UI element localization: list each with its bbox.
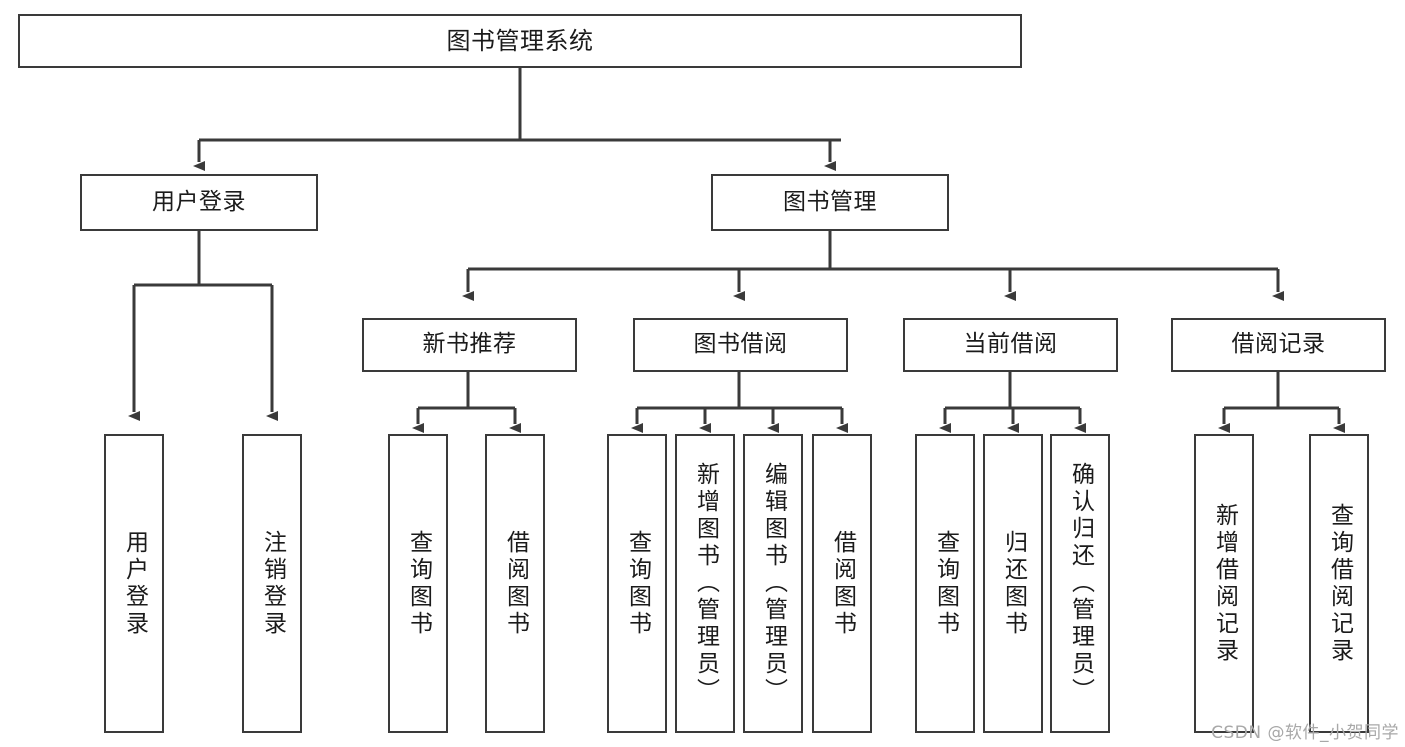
node-book-management[interactable]: 图书管理 xyxy=(711,174,949,231)
node-label: 借阅图书 xyxy=(502,529,529,638)
node-label: 用户登录 xyxy=(121,529,148,638)
node-label: 确认归还（管理员） xyxy=(1067,462,1094,705)
leaf-user-logout[interactable]: 注销登录 xyxy=(242,434,302,733)
node-user-login[interactable]: 用户登录 xyxy=(80,174,318,231)
node-root-system[interactable]: 图书管理系统 xyxy=(18,14,1022,68)
node-label: 注销登录 xyxy=(259,529,286,638)
node-borrow-record[interactable]: 借阅记录 xyxy=(1171,318,1386,372)
node-book-borrow[interactable]: 图书借阅 xyxy=(633,318,848,372)
node-label: 当前借阅 xyxy=(963,331,1058,358)
node-label: 用户登录 xyxy=(152,188,246,215)
node-label: 图书管理 xyxy=(783,188,877,215)
node-label: 归还图书 xyxy=(1000,529,1027,638)
node-label: 查询图书 xyxy=(932,529,959,638)
leaf-record-add-record[interactable]: 新增借阅记录 xyxy=(1194,434,1254,733)
node-label: 查询借阅记录 xyxy=(1326,502,1353,665)
leaf-recommend-borrow-book[interactable]: 借阅图书 xyxy=(485,434,545,733)
node-label: 查询图书 xyxy=(405,529,432,638)
leaf-borrow-add-book-admin[interactable]: 新增图书（管理员） xyxy=(675,434,735,733)
leaf-borrow-query-book[interactable]: 查询图书 xyxy=(607,434,667,733)
leaf-current-query-book[interactable]: 查询图书 xyxy=(915,434,975,733)
leaf-current-return-book[interactable]: 归还图书 xyxy=(983,434,1043,733)
node-new-book-recommend[interactable]: 新书推荐 xyxy=(362,318,577,372)
node-label: 新增图书（管理员） xyxy=(692,462,719,705)
leaf-borrow-edit-book-admin[interactable]: 编辑图书（管理员） xyxy=(743,434,803,733)
node-label: 编辑图书（管理员） xyxy=(760,462,787,705)
watermark-text: CSDN @软件_小贺同学 xyxy=(1211,723,1399,743)
node-label: 借阅记录 xyxy=(1231,331,1326,358)
node-label: 查询图书 xyxy=(624,529,651,638)
leaf-recommend-query-book[interactable]: 查询图书 xyxy=(388,434,448,733)
node-label: 借阅图书 xyxy=(829,529,856,638)
leaf-user-login[interactable]: 用户登录 xyxy=(104,434,164,733)
node-label: 图书借阅 xyxy=(693,331,788,358)
node-current-borrow[interactable]: 当前借阅 xyxy=(903,318,1118,372)
leaf-record-query-record[interactable]: 查询借阅记录 xyxy=(1309,434,1369,733)
leaf-borrow-borrow-book[interactable]: 借阅图书 xyxy=(812,434,872,733)
leaf-current-confirm-return-admin[interactable]: 确认归还（管理员） xyxy=(1050,434,1110,733)
node-label: 新增借阅记录 xyxy=(1211,502,1238,665)
node-label: 图书管理系统 xyxy=(446,26,594,55)
node-label: 新书推荐 xyxy=(422,331,517,358)
